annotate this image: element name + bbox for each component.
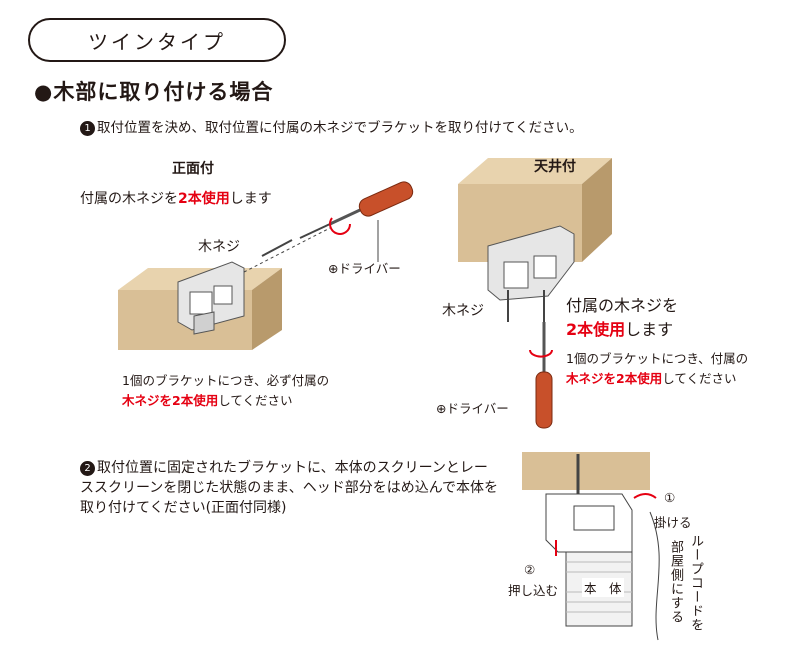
section-pill-title: ツインタイプ <box>28 18 286 62</box>
ceiling-note-line2: 木ネジを2本使用してください <box>566 368 736 387</box>
fig3-hook-label: 掛ける <box>654 515 692 530</box>
front-note-post: してください <box>218 393 293 408</box>
fig3-ceiling-wood <box>522 452 650 490</box>
front-screw-label: 木ネジ <box>198 239 240 255</box>
ceiling-bracket <box>487 225 575 301</box>
fig3-room-side-label: 部屋側にする <box>668 540 683 624</box>
ceiling-driver <box>535 322 553 429</box>
front-screws <box>261 223 331 257</box>
ceiling-usage-line2: 2本使用します <box>566 316 673 340</box>
section-title: ●木部に取り付ける場合 <box>34 80 274 104</box>
front-bracket <box>177 261 245 335</box>
ceiling-heading: 天井付 <box>534 159 576 175</box>
ceiling-usage-post: します <box>625 320 674 339</box>
ceiling-rotation-arrow <box>529 349 553 358</box>
step1-number: 1 <box>80 121 95 136</box>
step2-text: 取付位置に固定されたブラケットに、本体のスクリーンとレーススクリーンを閉じた状態… <box>80 460 499 516</box>
ceiling-note-post: してください <box>662 371 737 386</box>
ceiling-driver-label: ⊕ドライバー <box>436 401 509 416</box>
step1-text: 取付位置を決め、取付位置に付属の木ネジでブラケットを取り付けてください。 <box>97 120 583 136</box>
ceiling-usage-red: 2本使用 <box>566 320 626 339</box>
front-rotation-arrow <box>329 217 351 235</box>
front-driver-label: ⊕ドライバー <box>328 261 401 276</box>
front-usage-pre: 付属の木ネジを <box>80 191 178 207</box>
ceiling-screw-label: 木ネジ <box>442 303 484 319</box>
front-usage-post: します <box>229 191 272 207</box>
fig3-mark1: ① <box>664 490 676 505</box>
front-note-red: 木ネジを2本使用 <box>122 393 219 408</box>
fig3-loop-cord-label: ループコードを <box>688 534 703 632</box>
fig3-head-unit <box>545 493 633 553</box>
ceiling-note-line1: 1個のブラケットにつき、付属の <box>566 351 749 366</box>
fig3-mark2: ② <box>524 562 536 577</box>
ceiling-screws <box>507 290 545 322</box>
front-usage-red: 2本使用 <box>178 191 230 207</box>
fig3-arrow-hook <box>633 493 657 499</box>
fig3-body-label: 本 体 <box>582 578 624 597</box>
ceiling-note-red: 木ネジを2本使用 <box>566 371 663 386</box>
front-driver <box>329 181 414 226</box>
front-guide-line <box>243 227 331 273</box>
ceiling-usage-line1: 付属の木ネジを <box>566 296 679 315</box>
front-note-line2: 木ネジを2本使用してください <box>122 390 292 409</box>
front-usage-note: 付属の木ネジを2本使用します <box>80 188 272 208</box>
front-heading: 正面付 <box>172 161 214 177</box>
fig3-push-label: 押し込む <box>508 583 559 598</box>
step2-number: 2 <box>80 461 95 476</box>
front-note-line1: 1個のブラケットにつき、必ず付属の <box>122 373 330 388</box>
fig3-loop-cord <box>649 511 660 641</box>
